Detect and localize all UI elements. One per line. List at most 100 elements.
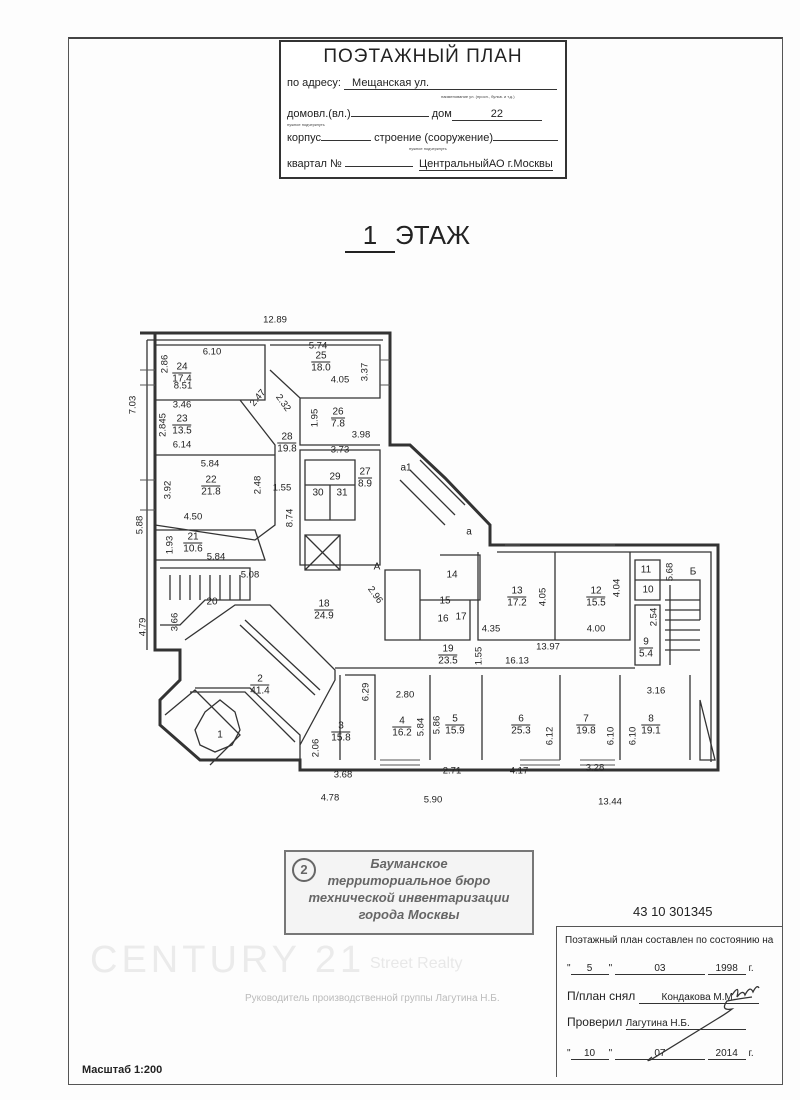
stair-left xyxy=(160,567,251,626)
dimension: 1.95 xyxy=(309,408,321,428)
dimension: 3.16 xyxy=(646,685,666,697)
dimension: 2.86 xyxy=(159,354,171,374)
cert-header: Поэтажный план составлен по состоянию на xyxy=(565,935,774,946)
dimension: 2.845 xyxy=(157,413,169,437)
dimension: 16.13 xyxy=(505,655,529,667)
east-rooms xyxy=(335,552,701,669)
room-10: 10 xyxy=(642,584,654,596)
domovl-label: домовл.(вл.) xyxy=(287,108,351,120)
room-b: Б xyxy=(689,566,697,578)
year-suffix: г. xyxy=(748,1048,754,1059)
room-15: 15 xyxy=(439,595,451,607)
dimension: 2.06 xyxy=(310,738,322,758)
dimension: 5.90 xyxy=(423,794,443,806)
dimension: 5.84 xyxy=(415,717,427,737)
dimension: 3.37 xyxy=(359,362,371,382)
dimension: 2.71 xyxy=(442,765,462,777)
dimension: 5.74 xyxy=(308,340,328,352)
room-20: 20 xyxy=(206,596,218,608)
dimension: 6.12 xyxy=(544,726,556,746)
kvartal-label: квартал № xyxy=(287,158,342,170)
stroenie-label: строение (сооружение) xyxy=(374,132,493,144)
dimension: 5.84 xyxy=(206,551,226,563)
dimension: 4.35 xyxy=(481,623,501,635)
day-1: 5 xyxy=(570,963,609,975)
dimension: 4.00 xyxy=(586,623,606,635)
checked-label: Проверил xyxy=(567,1015,623,1029)
domovl-hint: нужное подчеркнуть xyxy=(287,122,325,127)
outer-wall-inner xyxy=(146,339,712,762)
dimension: 4.79 xyxy=(137,617,149,637)
address-label: по адресу: xyxy=(287,77,341,89)
room-a: а xyxy=(466,526,472,538)
dimension: 2.48 xyxy=(252,475,264,495)
month-1: 03 xyxy=(614,963,705,975)
faint-note: Руководитель производственной группы Лаг… xyxy=(245,993,500,1004)
dimension: 4.04 xyxy=(611,578,623,598)
floor-number: 1 xyxy=(345,220,395,253)
windows xyxy=(140,359,615,766)
dimension: 1.55 xyxy=(272,482,292,494)
year-2: 2014 xyxy=(707,1048,746,1060)
dimension: 3.46 xyxy=(172,399,192,411)
certification-block: Поэтажный план составлен по состоянию на… xyxy=(556,926,783,1077)
room-11: 11 xyxy=(640,564,652,576)
room-walls xyxy=(154,344,381,566)
room-30: 30 xyxy=(312,487,324,499)
day-2: 10 xyxy=(570,1048,609,1060)
outer-wall xyxy=(140,331,720,772)
room-31: 31 xyxy=(336,487,348,499)
stair-right xyxy=(665,599,716,761)
address-value: Мещанская ул. xyxy=(344,77,558,90)
dimension: 3.98 xyxy=(351,429,371,441)
page-frame xyxy=(68,37,783,1085)
title-block: ПОЭТАЖНЫЙ ПЛАН по адресу: Мещанская ул. … xyxy=(279,40,567,179)
document-number: 43 10 301345 xyxy=(633,904,713,919)
taken-by: Кондакова М.М. xyxy=(638,992,759,1004)
hall-walls xyxy=(164,604,336,766)
core-walls xyxy=(304,459,481,641)
year-suffix: г. xyxy=(748,963,754,974)
dimension: 2.54 xyxy=(648,607,660,627)
stroenie-hint: нужное подчеркнуть xyxy=(409,146,447,151)
bti-stamp: 2 Бауманское территориальное бюро технич… xyxy=(284,850,534,935)
stamp-line: города Москвы xyxy=(358,907,460,922)
dimension: 5.08 xyxy=(240,569,260,581)
dimension: 4.05 xyxy=(330,374,350,386)
section-a-mark: A xyxy=(373,561,381,573)
dimension: 5.86 xyxy=(431,715,443,735)
dimension: 13.97 xyxy=(536,641,560,653)
dimension: 4.50 xyxy=(183,511,203,523)
dimension: 1.93 xyxy=(164,535,176,555)
dimension: 6.10 xyxy=(627,726,639,746)
stamp-line: территориальное бюро xyxy=(327,873,491,888)
korpus-label: корпус xyxy=(287,132,322,144)
stamp-line: технической инвентаризации xyxy=(308,890,510,905)
dimension: 8.74 xyxy=(284,508,296,528)
south-rooms xyxy=(339,674,691,760)
room-a1: a1 xyxy=(400,462,412,474)
room-17: 17 xyxy=(455,611,467,623)
dimension: 3.68 xyxy=(333,769,353,781)
taken-label: П/план снял xyxy=(567,989,636,1003)
dimension: 6.10 xyxy=(202,346,222,358)
floor-label: ЭТАЖ xyxy=(395,220,471,250)
dimension: 7.03 xyxy=(127,395,139,415)
